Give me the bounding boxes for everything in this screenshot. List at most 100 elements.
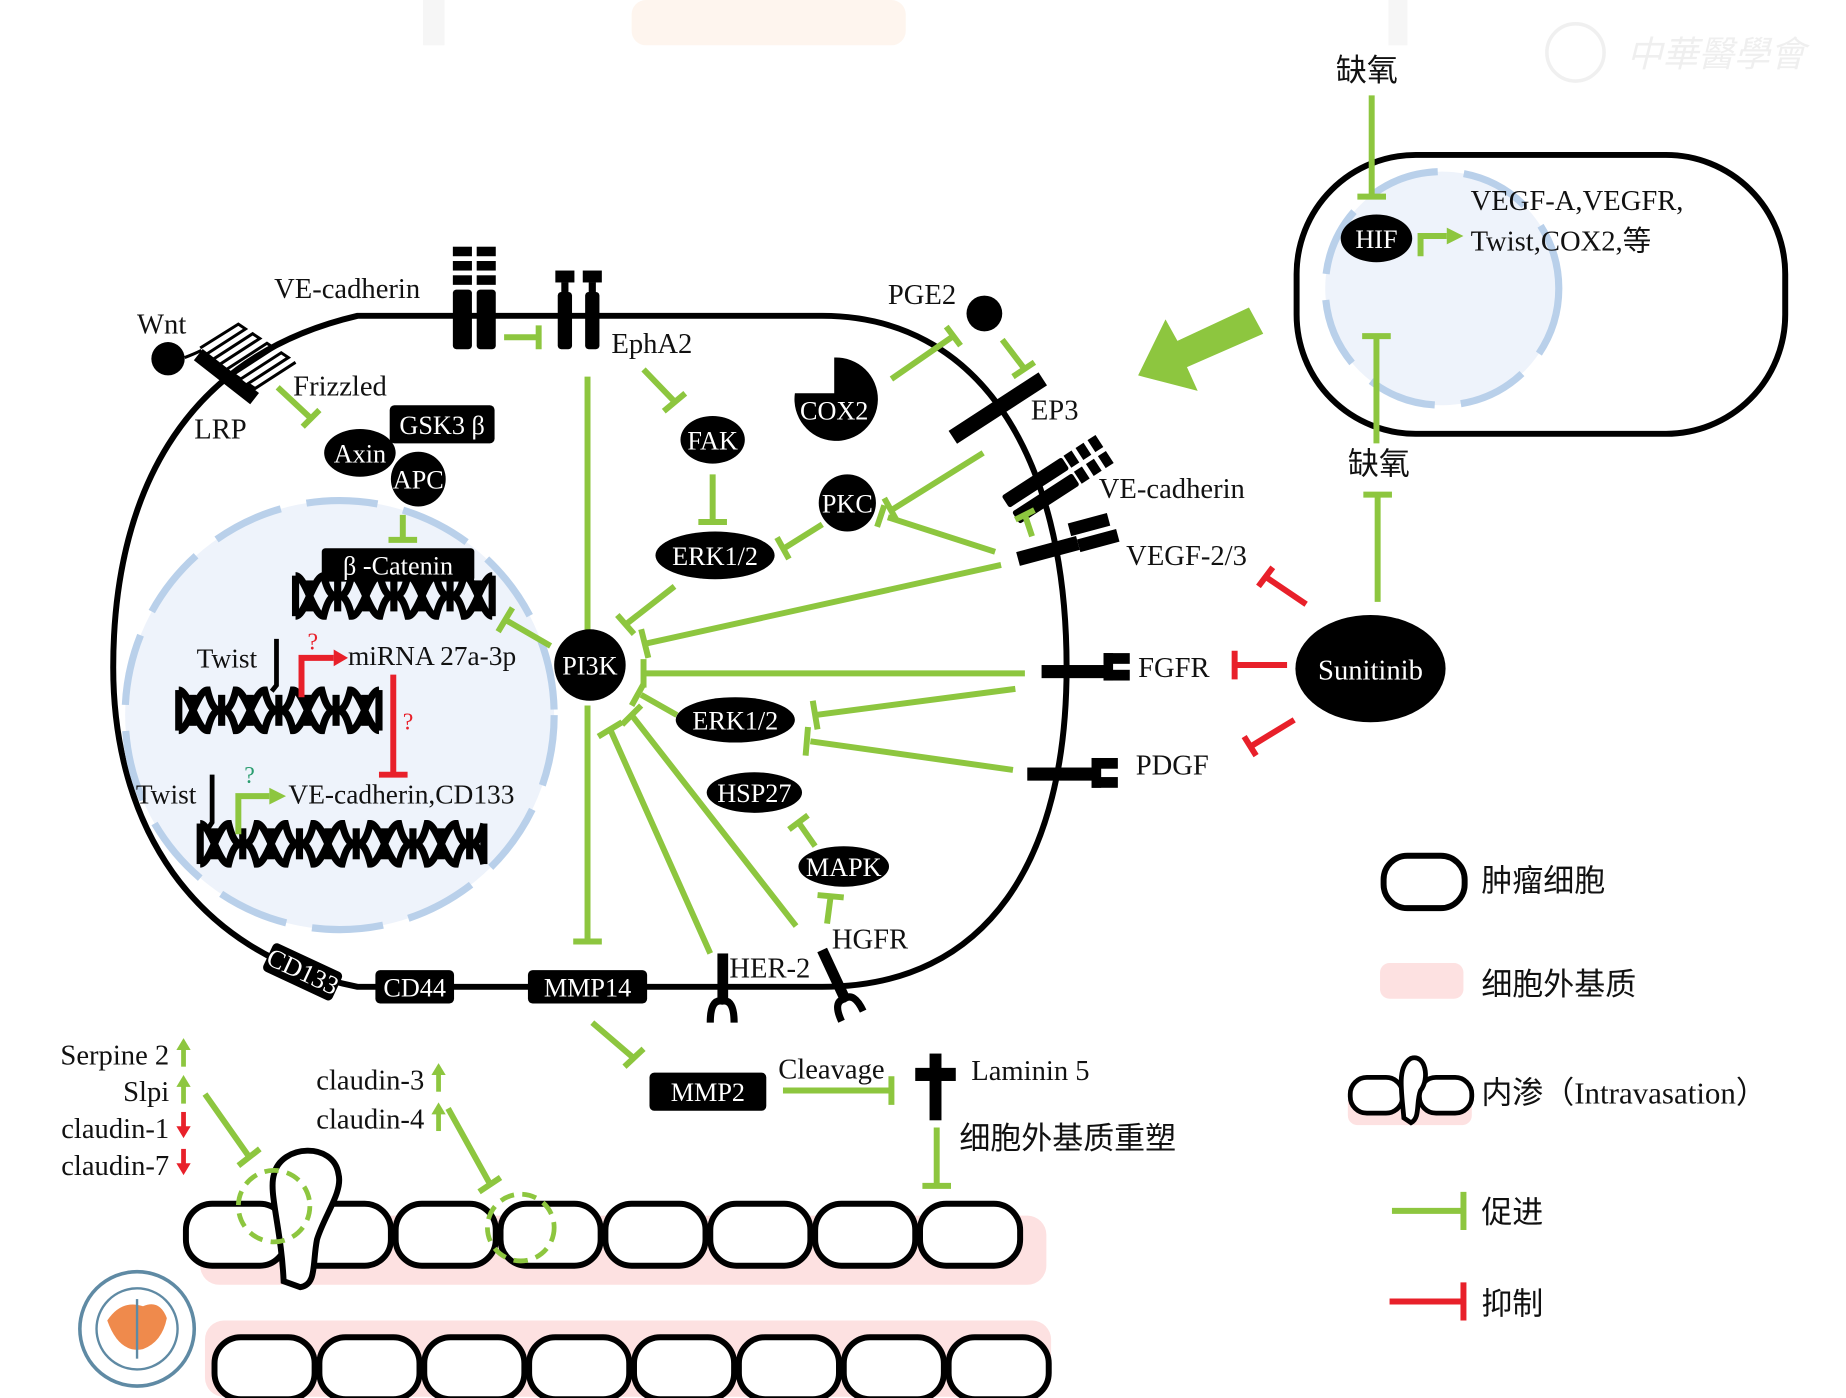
endothelial-cell <box>421 1334 528 1398</box>
arrow-erk-mid-pi3k <box>629 682 679 718</box>
marker-label: claudin-3 <box>316 1065 424 1096</box>
twist-label-2: Twist <box>136 779 197 809</box>
ep3-receptor <box>948 372 1048 444</box>
endothelial-cell <box>526 1334 633 1398</box>
cleavage-label: Cleavage <box>778 1055 884 1086</box>
dna-helix-beta-catenin <box>291 572 496 620</box>
epha2-receptor-icon <box>555 270 602 350</box>
arrow-head-green <box>269 787 287 805</box>
hypoxia-top-label: 缺氧 <box>1336 53 1398 88</box>
cd44-node <box>375 970 455 1004</box>
beta-catenin-node <box>321 548 475 582</box>
legend-label-tumor-cell: 肿瘤细胞 <box>1481 863 1605 898</box>
arrow-apc-beta-catenin <box>388 514 418 543</box>
arrow-epha2-pi3k <box>573 376 602 648</box>
arrow-up-icon <box>176 1075 191 1104</box>
arrow-frizzled-axin <box>275 385 322 429</box>
vecadherin-cd133-label: VE-cadherin,CD133 <box>288 779 514 809</box>
pge2-ligand <box>966 295 1003 332</box>
watermark-seal-icon <box>1545 22 1606 83</box>
dna-helix-twist-2 <box>196 819 488 868</box>
ep3-label: EP3 <box>1031 396 1079 427</box>
inhibit-sunitinib-vegf <box>1256 565 1308 607</box>
frizzled-receptor-icon <box>184 322 297 391</box>
ve-cadherin-top-receptor-icon <box>452 246 496 350</box>
hif-label: HIF <box>1355 225 1397 254</box>
vegf23-label: VEGF-2/3 <box>1126 541 1247 572</box>
pge2-label: PGE2 <box>888 280 956 311</box>
fgfr-label: FGFR <box>1138 653 1210 684</box>
junction-highlight-1 <box>235 1167 313 1245</box>
hif-targets-line1: VEGF-A,VEGFR, <box>1471 186 1684 217</box>
arrow-laminin-ecm <box>922 1127 952 1189</box>
big-green-arrow-icon <box>1138 307 1264 391</box>
erk12-top-node <box>655 531 775 580</box>
endothelial-cell <box>602 1200 709 1269</box>
dna-strand <box>198 819 488 868</box>
watermark: 中華醫學會 <box>423 0 1811 83</box>
arrow-up-icon <box>176 1038 191 1067</box>
arrow-hgfr-pi3k <box>619 703 799 928</box>
vegf23-receptor-icon <box>1016 512 1120 566</box>
arrow-pi3k-beta-catenin <box>495 606 553 649</box>
arrow-pdgf-erk <box>802 726 1014 773</box>
inhibit-mirna-vecadherin <box>378 674 408 778</box>
wnt-ligand <box>151 342 185 376</box>
apc-node <box>390 451 446 507</box>
frizzled-label: Frizzled <box>293 372 387 403</box>
dna-strand <box>294 572 494 620</box>
dna-end <box>480 823 488 865</box>
inhibit-sunitinib-pdgf <box>1241 717 1296 758</box>
arrow-hypoxia2-hif <box>1362 333 1391 444</box>
dna-end <box>291 575 300 617</box>
mmp2-node <box>649 1072 767 1111</box>
arrow-up-icon <box>431 1063 446 1092</box>
arrow-erk-pi3k <box>615 584 677 637</box>
arrow-pge2-ep3 <box>999 337 1037 380</box>
marker-label: claudin-4 <box>316 1105 424 1136</box>
arrow-markers-junction <box>202 1092 262 1168</box>
endothelial-cell <box>945 1334 1052 1398</box>
endothelial-cell <box>812 1200 919 1269</box>
arrow-pkc-erk <box>774 521 824 561</box>
endothelial-cell <box>631 1334 738 1398</box>
fgfr-receptor-icon <box>1041 653 1130 681</box>
watermark-bar <box>1388 0 1408 46</box>
marker-label: Slpi <box>123 1077 169 1108</box>
arrow-head-red <box>333 649 348 667</box>
arrow-up-icon <box>431 1102 446 1132</box>
wnt-label: Wnt <box>137 310 186 341</box>
arrow-epha2-fak <box>641 367 688 414</box>
arrow-vegf-pi3k <box>638 562 1002 659</box>
epha2-label: EphA2 <box>611 329 692 360</box>
watermark-logo-fragment <box>631 0 906 46</box>
endothelial-cell <box>840 1334 947 1398</box>
cma-logo-icon <box>78 1269 197 1388</box>
cox2-label: COX2 <box>800 397 868 426</box>
endothelial-cell <box>497 1200 604 1269</box>
erk12-mid-label: ERK1/2 <box>692 706 778 735</box>
dna-helix-twist-1 <box>175 686 383 735</box>
ve-cadherin-right-label: VE-cadherin <box>1099 474 1245 505</box>
hgfr-label: HGFR <box>832 925 909 956</box>
gsk3b-label: GSK3 β <box>399 411 484 440</box>
legend-label-intravasation: 内渗（Intravasation） <box>1481 1076 1767 1111</box>
question-mark-2: ? <box>403 709 414 735</box>
mmp14-label: MMP14 <box>544 973 631 1002</box>
sunitinib-label: Sunitinib <box>1318 655 1423 686</box>
mmp2-label: MMP2 <box>671 1078 745 1107</box>
watermark-bar <box>423 0 445 46</box>
pi3k-node <box>554 629 626 701</box>
legend-inhibit-symbol <box>1389 1282 1467 1321</box>
arrow-twist-mirna <box>298 654 334 698</box>
endothelial-cell <box>182 1200 289 1269</box>
endothelial-row-bottom <box>211 1334 1052 1398</box>
cd133-marker: CD133 <box>262 943 343 1001</box>
endothelial-cell <box>392 1200 499 1269</box>
legend-intravasation-symbol <box>1347 1055 1475 1126</box>
dna-end <box>375 690 383 731</box>
arrow-head-green <box>1446 227 1464 245</box>
hypoxia-bottom-label: 缺氧 <box>1348 446 1410 481</box>
